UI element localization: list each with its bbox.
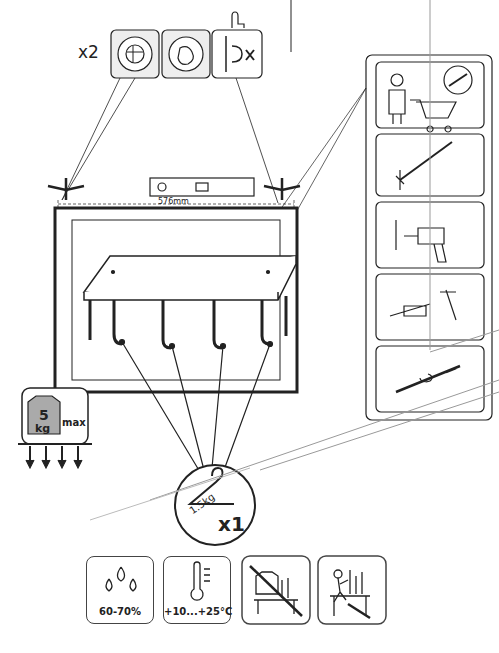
hooks [114, 300, 270, 348]
max-label: max [62, 418, 86, 428]
humidity-box: 60-70% [86, 556, 154, 624]
temperature-box: +10...+25°C [163, 556, 231, 624]
screw-icon [111, 30, 159, 78]
tool-panel [366, 55, 492, 420]
weight-icon [22, 388, 88, 444]
quantity-label: x1 [218, 514, 245, 534]
dimension-label: 576mm [158, 198, 189, 206]
hook-check-icon [212, 30, 262, 78]
quantity-label: x2 [78, 44, 99, 61]
node-text: +10...+25°C [164, 607, 230, 617]
spirit-level [150, 178, 254, 196]
node-text: 60-70% [87, 607, 153, 617]
weight-value: 5 [39, 408, 49, 422]
dowel-icon [162, 30, 210, 78]
weight-unit: kg [35, 423, 50, 434]
board-frame [55, 208, 297, 392]
hanger-icon [175, 465, 255, 545]
hand-icon [232, 12, 244, 28]
